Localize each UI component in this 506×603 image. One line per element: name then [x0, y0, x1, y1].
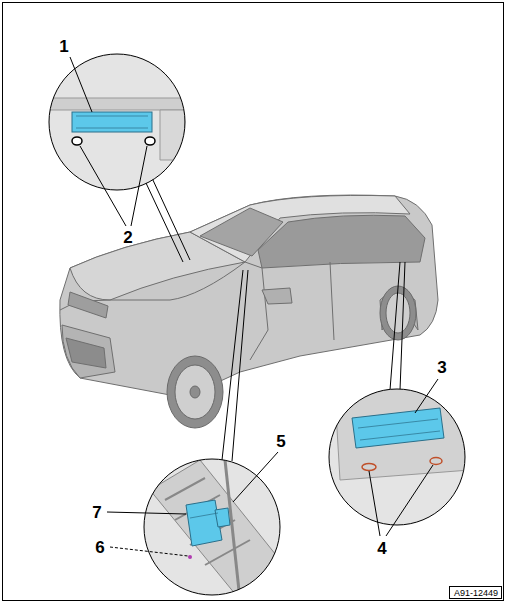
leader-line	[70, 57, 92, 112]
detail-circle-top	[145, 137, 155, 145]
callout-number: 5	[276, 433, 285, 450]
detail-circle-top	[72, 112, 152, 132]
detail-circle-top	[49, 54, 185, 190]
leader-line	[80, 146, 126, 226]
detail-circle-top	[72, 137, 82, 145]
leader-line	[70, 57, 438, 536]
leader-line	[107, 512, 186, 514]
leader-line	[369, 471, 380, 536]
wheel	[380, 286, 416, 340]
wheel	[190, 386, 200, 398]
wheel	[167, 356, 223, 428]
detail-pointer	[400, 262, 405, 390]
car-body	[330, 262, 334, 340]
callout-number: 6	[95, 539, 104, 556]
detail-circle-right	[430, 458, 442, 465]
detail-circle-outline	[49, 54, 185, 190]
detail-circle-right	[358, 419, 440, 440]
detail-pointer	[232, 270, 248, 461]
wheel	[175, 365, 215, 419]
detail-circle-bottom	[225, 460, 240, 600]
car-body	[245, 262, 268, 360]
callout-number: 2	[123, 229, 132, 246]
callout-number: 7	[92, 504, 101, 521]
car-body	[60, 195, 438, 395]
detail-circle-right	[329, 380, 470, 525]
leader-line	[386, 465, 433, 536]
frame	[3, 3, 504, 601]
detail-pointer	[390, 262, 400, 390]
reference-code: A91-12449	[454, 589, 497, 598]
detail-circle-top	[49, 54, 185, 190]
detail-circle-bottom	[144, 459, 280, 600]
detail-circle-bottom	[165, 478, 250, 565]
car-body	[200, 208, 283, 256]
leader-line	[131, 146, 147, 226]
detail-circle-outline	[144, 459, 280, 595]
detail-circle-right	[335, 380, 470, 480]
car-body	[66, 338, 106, 368]
reference-box: A91-12449	[449, 586, 502, 599]
leader-line	[110, 547, 188, 556]
detail-pointer	[146, 183, 183, 262]
detail-circle-bottom	[215, 508, 230, 527]
detail-circle-right	[352, 408, 444, 448]
detail-circle-top	[49, 98, 185, 110]
callout-number: 4	[377, 540, 386, 557]
callout-number: 1	[59, 38, 68, 55]
leader-line	[415, 379, 438, 413]
detail-circle-top	[76, 116, 148, 128]
car-body	[68, 292, 108, 318]
car-body	[60, 195, 438, 395]
detail-circle-bottom	[188, 555, 192, 559]
car-body	[258, 215, 425, 268]
mirror	[262, 288, 292, 304]
car-body	[62, 325, 115, 378]
detail-circle-bottom	[150, 460, 280, 600]
detail-circle-bottom	[186, 500, 222, 546]
leader-line	[233, 452, 278, 502]
callout-number: 3	[437, 359, 446, 376]
wheel	[386, 293, 410, 333]
detail-circle-outline	[329, 389, 465, 525]
detail-circle-bottom	[190, 513, 218, 518]
detail-circle-right	[362, 464, 376, 471]
detail-circle-top	[160, 110, 185, 160]
detail-pointer	[152, 178, 190, 260]
